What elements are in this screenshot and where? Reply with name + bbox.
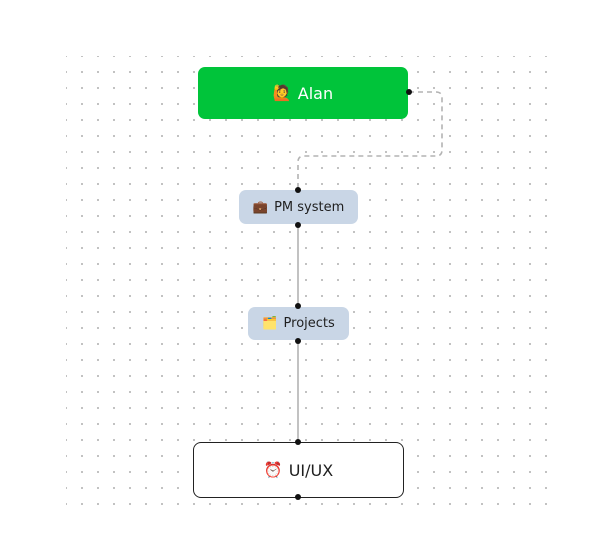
projects-target-handle[interactable]: [295, 303, 301, 309]
node-uiux[interactable]: ⏰ UI/UX: [193, 442, 404, 498]
node-pm-system[interactable]: 💼 PM system: [239, 190, 358, 224]
edge-alan-to-pm-system[interactable]: [297, 91, 443, 190]
node-alan-label: Alan: [297, 83, 334, 103]
dot-grid-canvas: [66, 56, 550, 516]
node-uiux-label: UI/UX: [288, 460, 334, 480]
person-raising-hand-icon: 🙋: [272, 84, 292, 102]
pm-system-source-handle[interactable]: [295, 222, 301, 228]
node-pm-system-label: PM system: [274, 199, 345, 215]
alan-source-handle[interactable]: [406, 89, 412, 95]
node-projects[interactable]: 🗂️ Projects: [248, 307, 349, 340]
briefcase-icon: 💼: [252, 199, 269, 214]
card-index-dividers-icon: 🗂️: [262, 316, 278, 330]
uiux-source-handle[interactable]: [295, 494, 301, 500]
pm-system-target-handle[interactable]: [295, 187, 301, 193]
projects-source-handle[interactable]: [295, 338, 301, 344]
node-alan[interactable]: 🙋 Alan: [198, 67, 408, 119]
alarm-clock-icon: ⏰: [263, 461, 283, 479]
node-projects-label: Projects: [283, 316, 335, 331]
uiux-target-handle[interactable]: [295, 439, 301, 445]
